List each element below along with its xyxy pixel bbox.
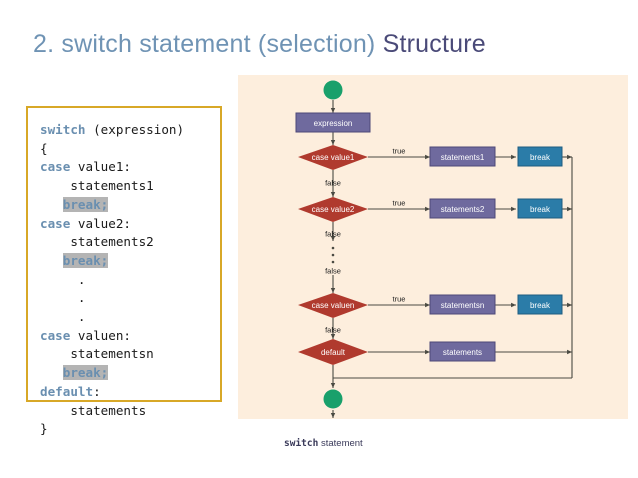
flow-node-start bbox=[323, 80, 343, 100]
flow-edges bbox=[330, 100, 573, 418]
flow-node-casen-label: case valuen bbox=[312, 301, 355, 310]
flow-edge-label-false-2: false bbox=[325, 230, 341, 239]
code-token: . bbox=[40, 309, 86, 325]
code-token: (expression) bbox=[85, 122, 185, 137]
ellipsis-dots-icon bbox=[331, 246, 335, 264]
code-line: statements1 bbox=[40, 177, 184, 196]
flow-edge-label-true-2: true bbox=[393, 199, 406, 208]
flow-node-expression-label: expression bbox=[314, 119, 353, 128]
flow-node-expression: expression bbox=[295, 112, 371, 133]
code-token bbox=[40, 365, 63, 380]
code-line: break; bbox=[40, 364, 184, 383]
code-line: statementsn bbox=[40, 345, 184, 364]
flow-edge-label-false-1: false bbox=[325, 179, 341, 188]
flow-node-statements: statements bbox=[429, 341, 496, 362]
code-line: break; bbox=[40, 252, 184, 271]
code-token: statements1 bbox=[40, 178, 154, 194]
flow-node-case1-label: case value1 bbox=[312, 153, 355, 162]
caption-rest-part: statement bbox=[318, 438, 363, 449]
code-line: { bbox=[40, 140, 184, 159]
code-panel: switch (expression){case value1: stateme… bbox=[26, 106, 222, 436]
code-line: default: bbox=[40, 383, 184, 402]
code-token: statementsn bbox=[40, 346, 154, 362]
code-line: break; bbox=[40, 196, 184, 215]
switch-flowchart: expression case value1 true false statem… bbox=[295, 80, 573, 418]
code-line: case valuen: bbox=[40, 327, 184, 346]
flow-node-statements2: statements2 bbox=[429, 198, 496, 219]
title-number: 2. bbox=[33, 30, 55, 58]
code-token bbox=[40, 253, 63, 268]
flow-node-case2: case value2 bbox=[298, 197, 368, 222]
code-token: valuen: bbox=[70, 327, 132, 343]
title-emphasis-text: Structure bbox=[382, 30, 486, 58]
title-main-text: switch statement (selection) bbox=[61, 30, 376, 58]
flow-node-breakn: break bbox=[517, 294, 563, 315]
code-token: switch bbox=[40, 122, 86, 137]
code-line: case value1: bbox=[40, 158, 184, 177]
flow-node-case2-label: case value2 bbox=[312, 205, 355, 214]
flow-node-break1: break bbox=[517, 146, 563, 167]
switch-code-listing: switch (expression){case value1: stateme… bbox=[40, 121, 184, 439]
code-token: case bbox=[40, 159, 71, 175]
code-line: . bbox=[40, 271, 184, 290]
flow-edge-label-true-1: true bbox=[393, 147, 406, 156]
flow-node-break1-label: break bbox=[530, 153, 551, 162]
code-token bbox=[40, 197, 63, 212]
code-token: } bbox=[40, 421, 48, 437]
code-token: break; bbox=[62, 365, 109, 381]
flow-node-break2-label: break bbox=[530, 205, 551, 214]
code-token: break; bbox=[62, 252, 109, 268]
code-line: statements bbox=[40, 402, 184, 421]
flow-edge-label-true-n: true bbox=[393, 295, 406, 304]
code-token: break; bbox=[62, 196, 109, 212]
flow-node-statements1: statements1 bbox=[429, 146, 496, 167]
figure-caption: switch statement bbox=[284, 438, 363, 449]
flow-node-statementsn: statementsn bbox=[429, 294, 496, 315]
code-line: . bbox=[40, 308, 184, 327]
flow-node-statementsn-label: statementsn bbox=[441, 301, 485, 310]
flow-node-casen: case valuen bbox=[298, 293, 368, 318]
flow-node-case1: case value1 bbox=[298, 145, 368, 170]
code-token: { bbox=[40, 140, 48, 156]
page-title: 2. switch statement (selection) Structur… bbox=[33, 30, 486, 59]
code-token: value1: bbox=[70, 159, 132, 175]
code-token: default bbox=[40, 383, 94, 399]
code-line: . bbox=[40, 289, 184, 308]
flow-edge-label-false-n: false bbox=[325, 326, 341, 335]
flow-node-statements1-label: statements1 bbox=[441, 153, 485, 162]
code-token: . bbox=[40, 290, 86, 306]
flow-node-statements-label: statements bbox=[443, 348, 482, 357]
code-token: value2: bbox=[70, 215, 132, 231]
flow-node-default: default bbox=[298, 339, 368, 365]
code-line: switch (expression) bbox=[40, 121, 184, 140]
code-line: case value2: bbox=[40, 215, 184, 234]
flowchart-panel: expression case value1 true false statem… bbox=[238, 75, 628, 419]
flow-node-break2: break bbox=[517, 198, 563, 219]
code-token: : bbox=[93, 383, 101, 399]
flow-node-end bbox=[323, 389, 343, 409]
code-token: statements bbox=[40, 402, 147, 418]
flow-node-default-label: default bbox=[321, 348, 346, 357]
flow-node-statements2-label: statements2 bbox=[441, 205, 485, 214]
code-token: . bbox=[40, 271, 86, 287]
caption-mono-part: switch bbox=[284, 438, 319, 449]
code-token: case bbox=[40, 215, 71, 231]
flow-node-breakn-label: break bbox=[530, 301, 551, 310]
code-token: case bbox=[40, 327, 71, 343]
code-line: statements2 bbox=[40, 233, 184, 252]
code-line: } bbox=[40, 420, 184, 439]
code-token: statements2 bbox=[40, 234, 154, 250]
flow-edge-label-false-mid: false bbox=[325, 267, 341, 276]
